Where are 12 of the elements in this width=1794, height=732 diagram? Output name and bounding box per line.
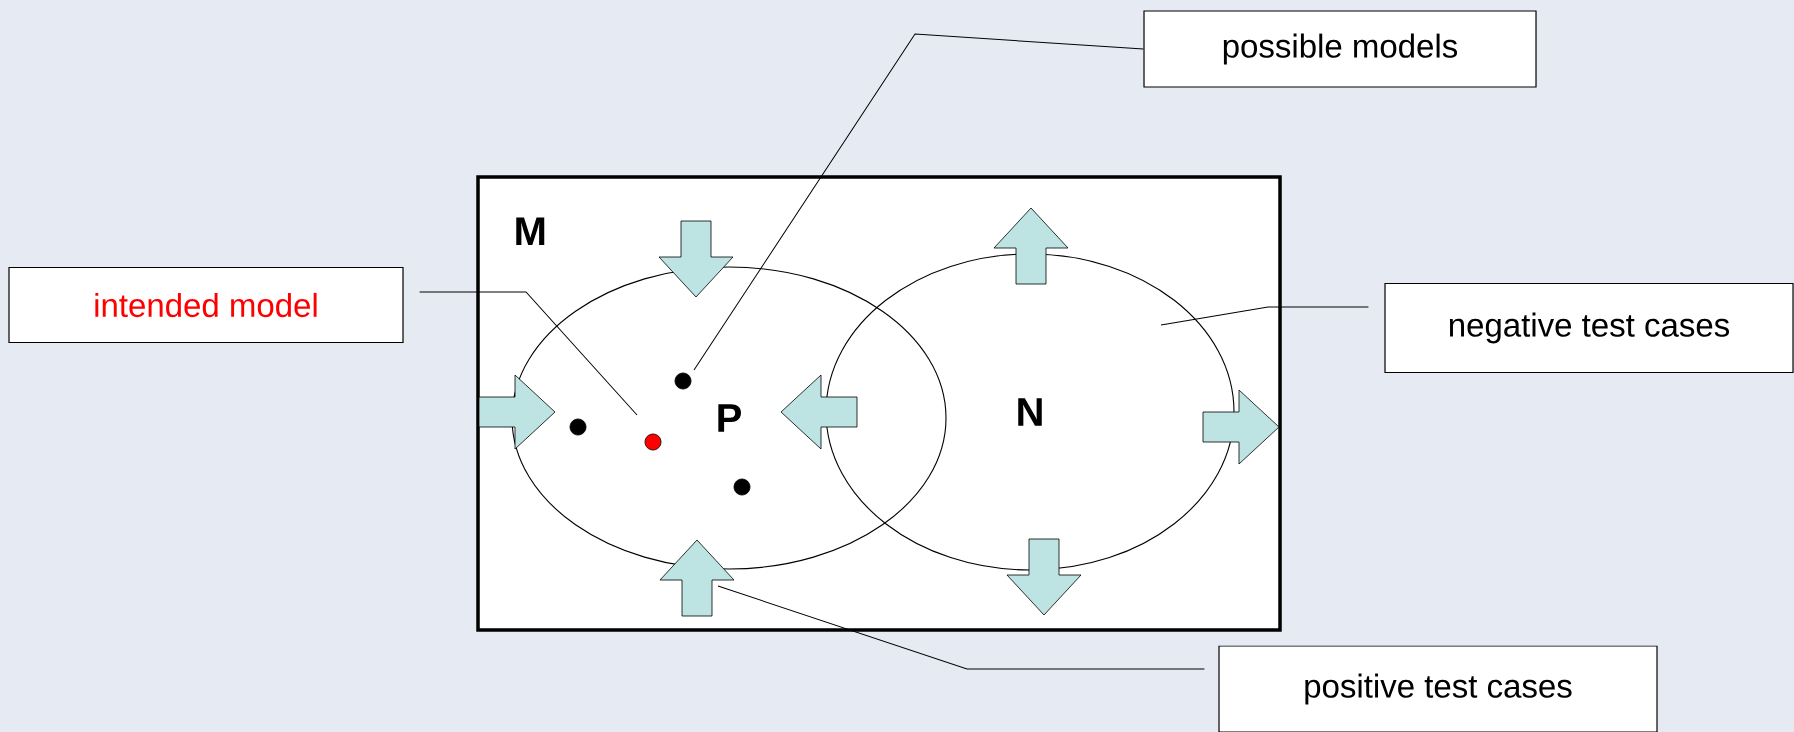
text-box: intended model: [8, 266, 404, 344]
model-dot: [733, 478, 751, 496]
text-box: possible models: [1143, 10, 1537, 88]
leader-line: [693, 33, 1144, 371]
leader-line: [717, 585, 1205, 670]
text-box: negative test cases: [1384, 282, 1794, 374]
leader-line: [419, 291, 638, 416]
text-box: positive test cases: [1218, 645, 1658, 732]
leader-line: [1160, 306, 1369, 326]
model-dot: [569, 418, 587, 436]
model-dot: [674, 372, 692, 390]
model-dot: [644, 433, 662, 451]
